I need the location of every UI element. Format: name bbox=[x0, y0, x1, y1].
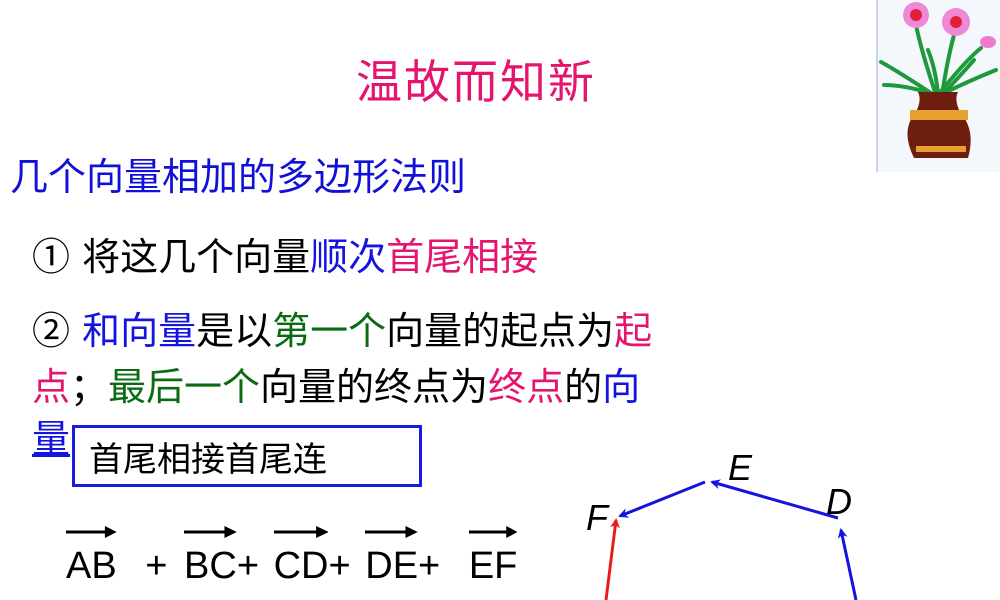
rule-2-line-1: ② 和向量是以第一个向量的起点为起 bbox=[32, 300, 652, 355]
vector-label: DE bbox=[365, 545, 419, 587]
rule-2-seg: 向量的终点为 bbox=[260, 365, 489, 409]
plus-sign: + bbox=[328, 545, 351, 587]
rule-2-seg: 点 bbox=[32, 365, 71, 409]
rule-2-seg: 向 bbox=[602, 365, 641, 409]
vector-arrow-icon bbox=[66, 526, 117, 538]
plus-sign: + bbox=[145, 545, 168, 587]
vector-sum-formula: AB + BC + CD + DE + EF bbox=[66, 526, 518, 588]
slide-title: 温故而知新 bbox=[356, 55, 596, 109]
rule-2-seg: 和向量 bbox=[70, 309, 197, 353]
vector-de-line bbox=[710, 479, 839, 520]
vector-term: DE bbox=[365, 526, 419, 588]
plus-sign: + bbox=[236, 545, 260, 587]
rule-2-seg: 是以 bbox=[196, 309, 273, 353]
rule-2-seg: 向量的起点为 bbox=[386, 309, 615, 353]
rule-2-line-3: 量 bbox=[32, 408, 70, 463]
rule-2-seg: ； bbox=[70, 365, 109, 409]
rule-2-line-2: 点；最后一个向量的终点为终点的向 bbox=[32, 356, 640, 411]
vector-label: AB bbox=[66, 545, 117, 587]
rule-1-text-a: 将这几个向量 bbox=[70, 235, 311, 279]
rule-2-seg: 最后一个 bbox=[108, 365, 261, 409]
vector-term: EF bbox=[468, 526, 518, 588]
vector-ef-line bbox=[618, 480, 706, 518]
rule-1-marker: ① bbox=[32, 235, 71, 279]
vector-term: BC bbox=[184, 526, 237, 588]
rule-1-text-c: 首尾相接 bbox=[386, 235, 539, 279]
flower-vase-image bbox=[876, 0, 1000, 172]
vector-term: CD bbox=[273, 526, 329, 588]
rule-1-text-b: 顺次 bbox=[310, 235, 387, 279]
vector-polygon-diagram: F E D bbox=[586, 447, 858, 600]
rule-2-seg: 量 bbox=[32, 417, 71, 461]
vector-arrow-icon bbox=[184, 526, 237, 538]
vector-label: BC bbox=[184, 545, 237, 587]
vector-arrow-icon bbox=[468, 526, 518, 538]
point-label-d: D bbox=[826, 481, 852, 522]
mnemonic-box: 首尾相接首尾连 bbox=[72, 425, 422, 487]
point-label-e: E bbox=[728, 447, 753, 488]
vector-arrow-icon bbox=[273, 526, 329, 538]
vector-label: CD bbox=[273, 545, 329, 587]
rule-2-marker: ② bbox=[32, 309, 71, 353]
rule-2-seg: 终点 bbox=[488, 365, 565, 409]
vector-arrow-icon bbox=[365, 526, 419, 538]
rule-2-seg: 的 bbox=[564, 365, 603, 409]
point-label-f: F bbox=[586, 497, 610, 538]
rule-2-seg: 第一个 bbox=[272, 309, 387, 353]
vector-label: EF bbox=[468, 545, 518, 587]
vector-sum-line bbox=[604, 518, 620, 600]
vector-term: AB bbox=[66, 526, 117, 588]
rule-2-seg: 起 bbox=[614, 309, 653, 353]
slide-subtitle: 几个向量相加的多边形法则 bbox=[10, 155, 467, 199]
plus-sign: + bbox=[418, 545, 441, 587]
vector-cd-line bbox=[837, 528, 858, 600]
rule-1: ① 将这几个向量顺次首尾相接 bbox=[32, 226, 538, 281]
